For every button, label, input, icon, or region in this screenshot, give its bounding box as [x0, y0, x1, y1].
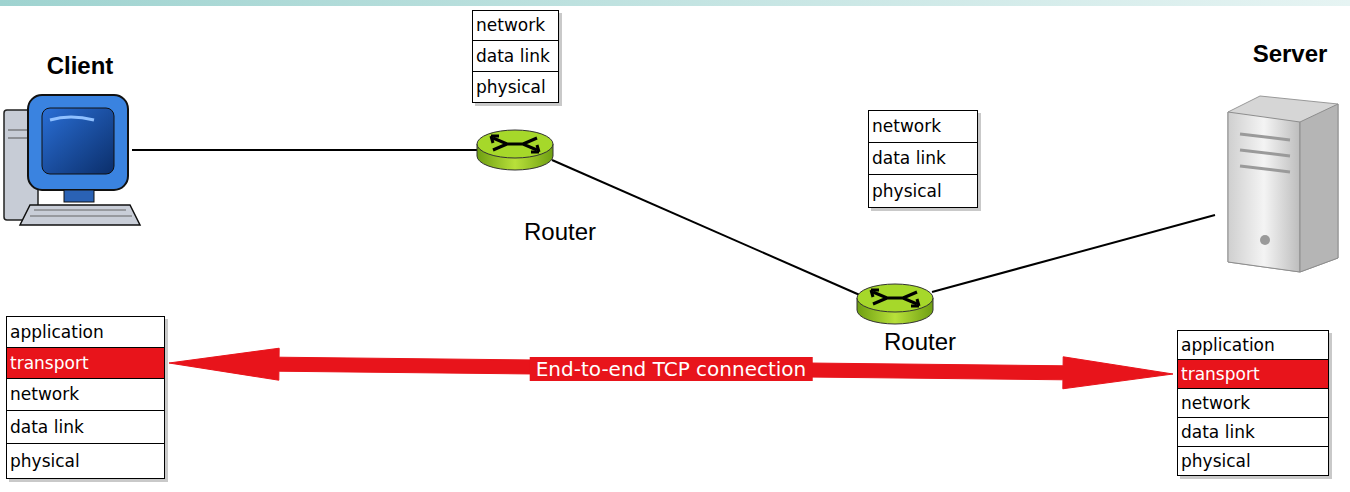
layer-box: data link	[868, 142, 978, 175]
router-label: Router	[524, 218, 596, 246]
layer-name: data link	[473, 46, 550, 66]
layer-box: physical	[868, 174, 978, 208]
client-computer	[4, 95, 140, 225]
device-label: Client	[47, 52, 114, 80]
layer-name: physical	[473, 77, 546, 97]
layer-box: network	[472, 10, 559, 41]
router-label: Router	[884, 328, 956, 356]
layer-box: network	[1177, 388, 1329, 418]
layer-name: physical	[869, 181, 942, 201]
layer-box: application	[6, 316, 165, 348]
layer-box: physical	[472, 71, 559, 103]
layer-box: physical	[1177, 446, 1329, 476]
server-tower	[1228, 96, 1338, 272]
layer-name: application	[7, 322, 104, 342]
layer-name: transport	[7, 353, 89, 373]
top-bar	[0, 0, 1350, 6]
layer-name: network	[7, 384, 79, 404]
layer-name: network	[869, 116, 941, 136]
layer-box: data link	[472, 40, 559, 72]
layer-box: data link	[1177, 417, 1329, 447]
transport-layer-box: transport	[1177, 359, 1329, 389]
layer-name: transport	[1178, 364, 1260, 384]
network-links	[132, 150, 1215, 296]
layer-name: network	[473, 15, 545, 35]
layer-name: network	[1178, 393, 1250, 413]
layer-box: application	[1177, 330, 1329, 360]
layer-name: data link	[1178, 422, 1255, 442]
connection-label: End-to-end TCP connection	[530, 357, 813, 381]
device-label: Server	[1253, 40, 1328, 68]
tcp-connection-arrow	[169, 348, 1173, 389]
router-symbol	[857, 284, 933, 324]
layer-box: physical	[6, 443, 165, 479]
layer-name: physical	[1178, 451, 1251, 471]
layer-name: physical	[7, 451, 80, 471]
layer-name: data link	[7, 417, 84, 437]
layer-name: application	[1178, 335, 1275, 355]
router-symbol	[477, 130, 553, 170]
layer-name: data link	[869, 148, 946, 168]
layer-box: network	[868, 110, 978, 143]
transport-layer-box: transport	[6, 347, 165, 379]
layer-box: data link	[6, 410, 165, 444]
layer-box: network	[6, 378, 165, 411]
